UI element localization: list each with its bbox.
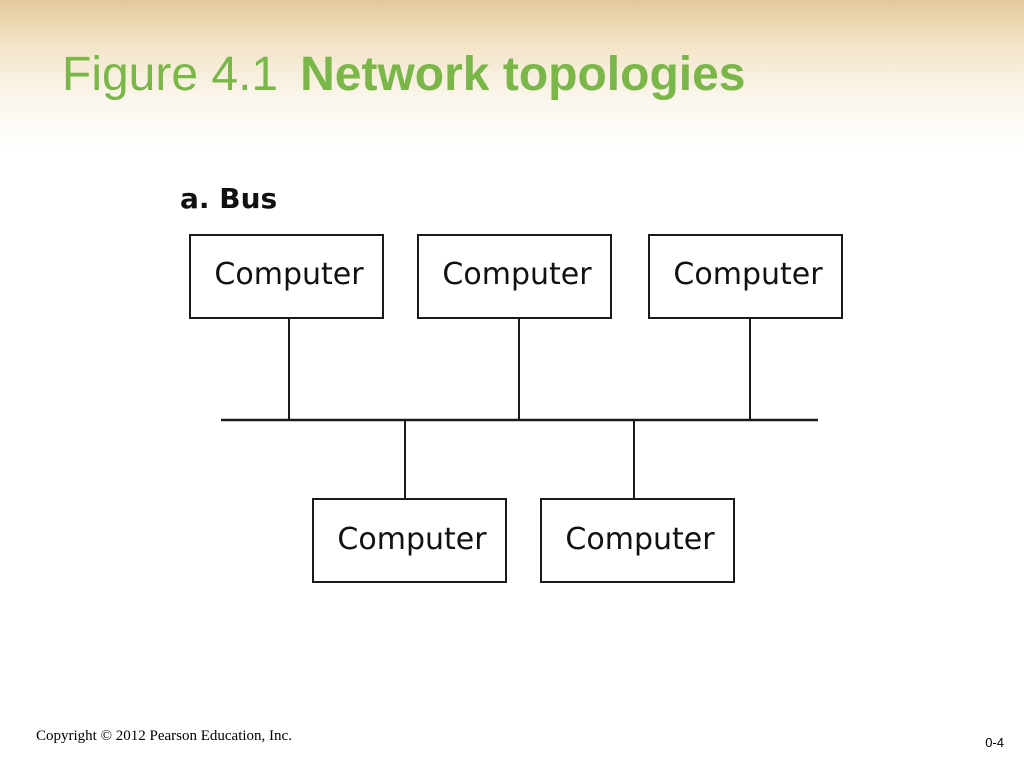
header-band: [0, 0, 1024, 150]
computer-label: Computer: [214, 257, 364, 292]
computer-box: [189, 234, 384, 319]
computer-label: Computer: [673, 257, 823, 292]
figure-number: Figure 4.1: [62, 48, 279, 101]
computer-node: Computer: [540, 498, 735, 583]
computer-node: Computer: [417, 234, 612, 319]
copyright-text: Copyright © 2012 Pearson Education, Inc.: [36, 728, 292, 744]
computer-node: Computer: [312, 498, 507, 583]
figure-name: Network topologies: [300, 48, 746, 101]
diagram-label: a. Bus: [180, 182, 277, 215]
slide-title: Figure 4.1 Network topologies: [62, 46, 745, 104]
computer-label: Computer: [565, 522, 715, 557]
computer-box: [312, 498, 507, 583]
computer-node: Computer: [648, 234, 843, 319]
slide-number: 0-4: [985, 735, 1004, 750]
computer-node: Computer: [189, 234, 384, 319]
computer-label: Computer: [337, 522, 487, 557]
computer-box: [417, 234, 612, 319]
computer-box: [540, 498, 735, 583]
computer-box: [648, 234, 843, 319]
computer-label: Computer: [442, 257, 592, 292]
